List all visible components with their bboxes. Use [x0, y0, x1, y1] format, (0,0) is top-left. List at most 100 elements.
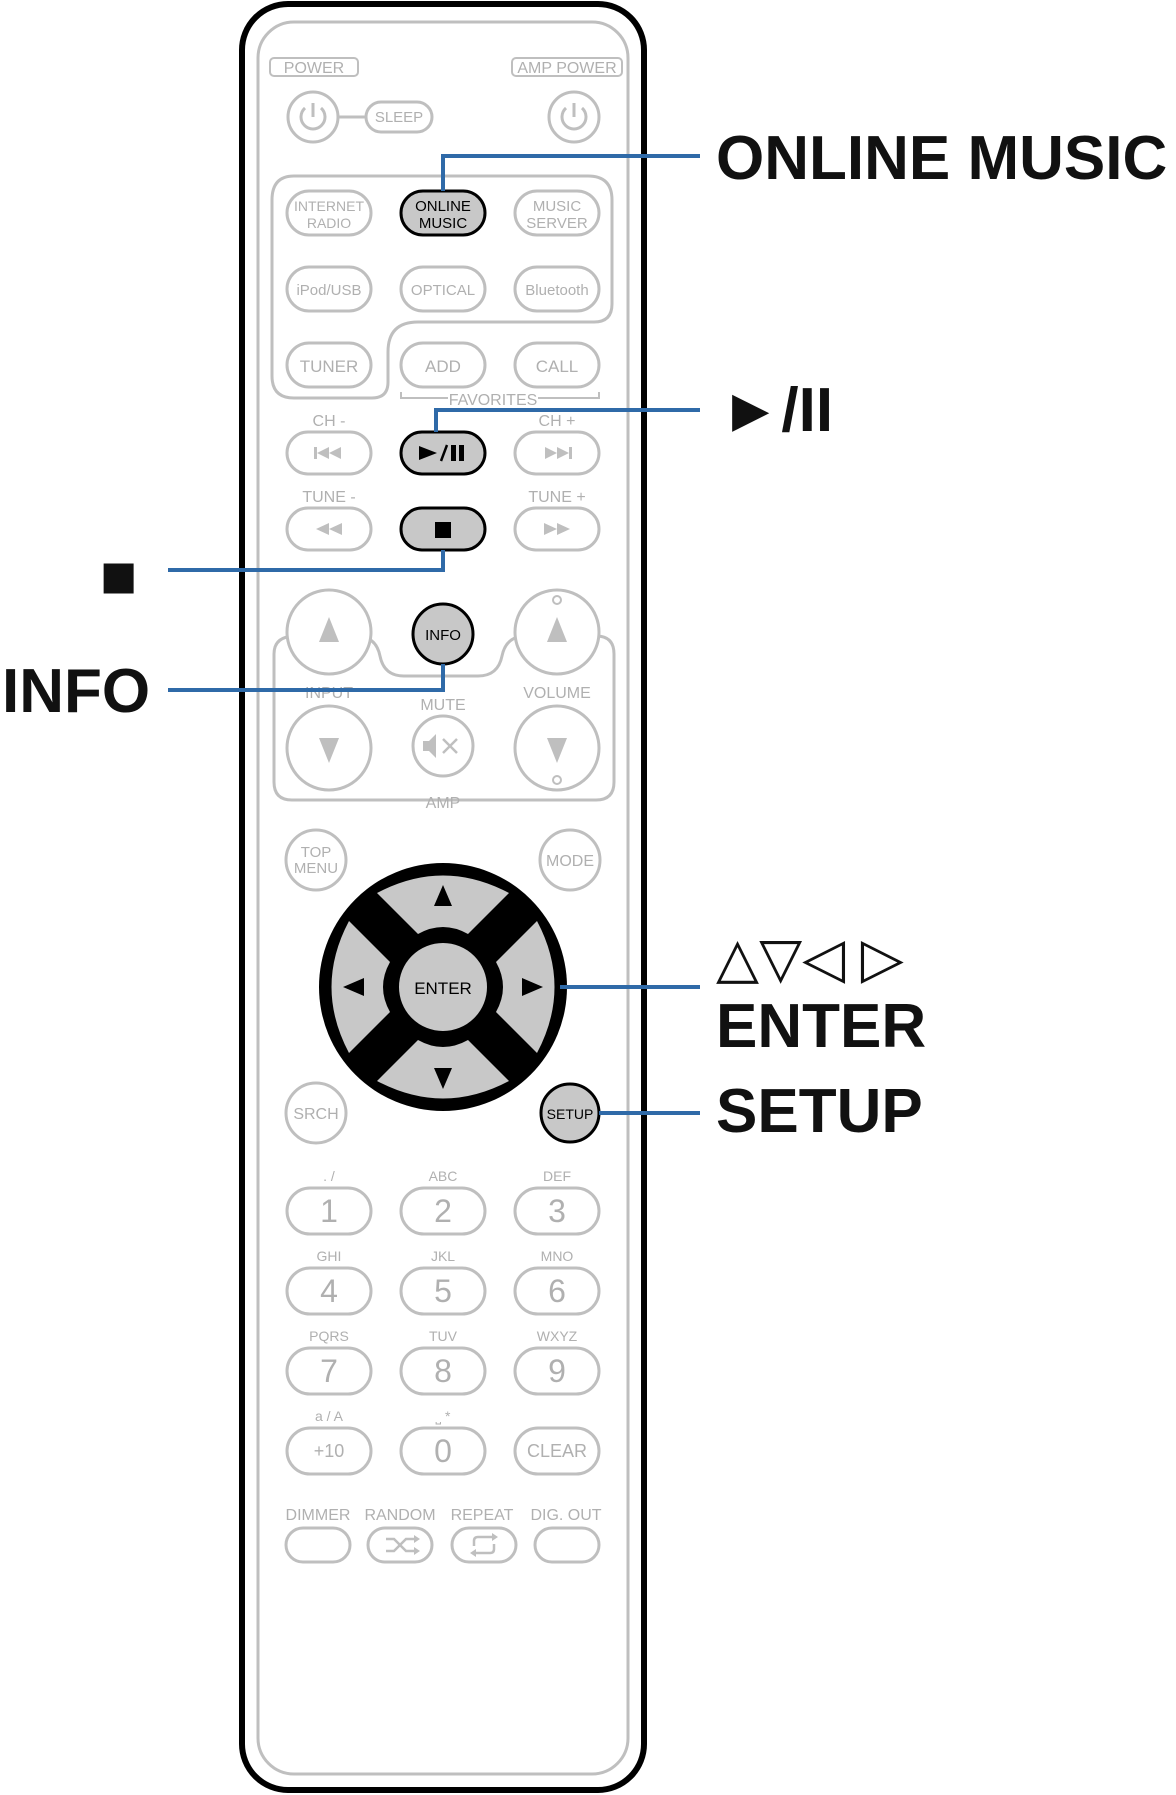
- srch-label: SRCH: [293, 1106, 338, 1123]
- amp-power-button[interactable]: [547, 90, 601, 144]
- mute-label: MUTE: [420, 697, 465, 714]
- amp-power-icon: [560, 103, 588, 131]
- tune-minus-button[interactable]: [285, 506, 373, 552]
- random-label: RANDOM: [364, 1507, 435, 1524]
- mode-label: MODE: [546, 853, 594, 870]
- keypad-button-label: 9: [548, 1353, 566, 1389]
- tuner-button[interactable]: [285, 341, 373, 389]
- keypad-sub-label: a / A: [315, 1408, 344, 1424]
- callout-lines: [168, 154, 700, 1115]
- keypad-button-label: 2: [434, 1193, 452, 1229]
- tune-plus-label: TUNE +: [528, 489, 585, 506]
- keypad-button-8[interactable]: [399, 1346, 487, 1396]
- callout-setup: SETUP: [716, 1077, 923, 1146]
- keypad-button-6[interactable]: [513, 1266, 601, 1316]
- keypad-button-5[interactable]: [399, 1266, 487, 1316]
- ch-plus-label: CH +: [539, 413, 576, 430]
- bluetooth-label: Bluetooth: [525, 282, 588, 299]
- online-music-label-2: MUSIC: [419, 215, 468, 232]
- keypad-button-7[interactable]: [285, 1346, 373, 1396]
- top-menu-button[interactable]: [284, 828, 348, 892]
- fast-forward-icon: [544, 523, 570, 535]
- callout-online-music: ONLINE MUSIC: [716, 124, 1168, 193]
- rewind-icon: [316, 523, 342, 535]
- keypad-sub-label: MNO: [541, 1248, 574, 1264]
- internet-radio-label-2: RADIO: [307, 215, 351, 231]
- keypad-sub-label: WXYZ: [537, 1328, 578, 1344]
- enter-button[interactable]: [395, 939, 491, 1035]
- source-group-outline: [270, 174, 614, 400]
- sleep-button[interactable]: [364, 100, 434, 134]
- volume-dot-icon: [552, 595, 562, 605]
- dimmer-button[interactable]: [284, 1526, 352, 1564]
- keypad-button-3[interactable]: [513, 1186, 601, 1236]
- keypad-button-1[interactable]: [285, 1186, 373, 1236]
- up-triangle-icon: [319, 617, 339, 642]
- mute-button[interactable]: [411, 714, 475, 778]
- ch-plus-button[interactable]: [513, 430, 601, 476]
- play-pause-icon: [419, 444, 464, 462]
- enter-button-label: ENTER: [414, 979, 472, 998]
- bluetooth-button[interactable]: [513, 265, 601, 313]
- amp-label: AMP: [426, 795, 461, 812]
- stop-icon: [435, 522, 451, 538]
- ch-minus-button[interactable]: [285, 430, 373, 476]
- volume-label: VOLUME: [523, 685, 591, 702]
- online-music-label-1: ONLINE: [415, 198, 471, 215]
- dig-out-label: DIG. OUT: [530, 1507, 601, 1524]
- callout-info: INFO: [2, 657, 151, 726]
- favorites-label: FAVORITES: [449, 392, 538, 409]
- keypad-button-label: 3: [548, 1193, 566, 1229]
- keypad-button-9[interactable]: [513, 1346, 601, 1396]
- keypad-sub-label: ⎵ *: [436, 1408, 451, 1425]
- skip-forward-icon: [545, 447, 572, 459]
- callout-cursor-arrows: △▽◁ ▷: [716, 926, 904, 989]
- keypad-sub-label: JKL: [431, 1248, 455, 1264]
- keypad-button-label: 6: [548, 1273, 566, 1309]
- down-triangle-icon: [319, 738, 339, 763]
- up-arrow-icon: [434, 885, 452, 906]
- keypad-button-label: +10: [314, 1441, 345, 1461]
- call-button[interactable]: [513, 341, 601, 389]
- keypad-button-label: 1: [320, 1193, 338, 1229]
- mode-button[interactable]: [538, 828, 602, 892]
- tune-plus-button[interactable]: [513, 506, 601, 552]
- optical-label: OPTICAL: [411, 282, 475, 299]
- music-server-label-2: SERVER: [526, 215, 588, 232]
- add-label: ADD: [425, 357, 461, 376]
- optical-button[interactable]: [399, 265, 487, 313]
- ipod-usb-button[interactable]: [285, 265, 373, 313]
- amp-power-label: AMP POWER: [517, 60, 616, 77]
- search-button[interactable]: [284, 1081, 348, 1145]
- dimmer-label: DIMMER: [286, 1507, 351, 1524]
- keypad-button-12[interactable]: [513, 1426, 601, 1476]
- power-tag: [269, 57, 359, 77]
- ipod-usb-label: iPod/USB: [296, 282, 361, 299]
- repeat-button[interactable]: [450, 1526, 518, 1564]
- random-button[interactable]: [366, 1526, 434, 1564]
- callout-stop: ■: [100, 542, 138, 611]
- top-menu-label-2: MENU: [294, 860, 338, 877]
- keypad-button-label: 8: [434, 1353, 452, 1389]
- keypad-button-10[interactable]: [285, 1426, 373, 1476]
- shuffle-icon: [386, 1535, 420, 1555]
- keypad-sub-label: . /: [323, 1168, 335, 1184]
- setup-button-label: SETUP: [547, 1106, 594, 1122]
- add-button[interactable]: [399, 341, 487, 389]
- callout-enter: ENTER: [716, 992, 927, 1061]
- cursor-pad: ENTER: [319, 863, 567, 1111]
- music-server-button[interactable]: [513, 189, 601, 237]
- keypad-button-4[interactable]: [285, 1266, 373, 1316]
- up-triangle-icon: [547, 617, 567, 642]
- keypad-button-2[interactable]: [399, 1186, 487, 1236]
- dig-out-button[interactable]: [533, 1526, 601, 1564]
- keypad-sub-label: TUV: [429, 1328, 458, 1344]
- right-arrow-icon: [522, 978, 543, 996]
- remote-body-inner: [256, 20, 630, 1776]
- keypad-sub-label: ABC: [429, 1168, 458, 1184]
- internet-radio-button[interactable]: [285, 189, 373, 237]
- keypad-button-11[interactable]: [399, 1426, 487, 1476]
- tuner-label: TUNER: [300, 357, 359, 376]
